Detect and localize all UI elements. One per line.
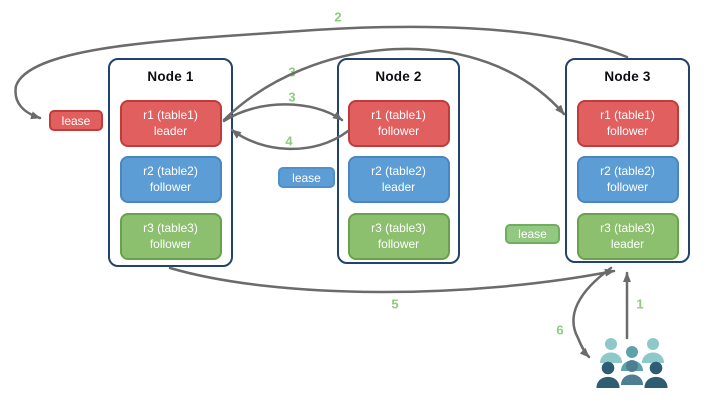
- replica-role: follower: [149, 236, 192, 251]
- node-3-title: Node 3: [604, 69, 651, 84]
- person-icon: [621, 346, 643, 371]
- node-3-replica-r1: r1 (table1) follower: [576, 100, 679, 147]
- node-1-title: Node 1: [147, 69, 194, 84]
- lease-badge-table2: lease: [278, 167, 335, 188]
- node-3: Node 3 r1 (table1) follower r2 (table2) …: [565, 58, 690, 263]
- person-icon: [600, 338, 622, 363]
- replica-name: r1 (table1): [600, 107, 655, 122]
- step-label-1: 1: [636, 296, 644, 312]
- node-1-replica-r1: r1 (table1) leader: [119, 100, 222, 147]
- replica-name: r3 (table3): [143, 220, 198, 235]
- person-icon: [621, 360, 643, 385]
- step-label-3-upper: 3: [288, 64, 296, 80]
- step-label-2: 2: [334, 9, 342, 25]
- replica-name: r3 (table3): [600, 220, 655, 235]
- person-icon: [596, 361, 620, 388]
- node-2-title: Node 2: [375, 69, 422, 84]
- node-1-replica-r2: r2 (table2) follower: [119, 156, 222, 203]
- replica-role: leader: [153, 123, 188, 138]
- arrow-step-3-node1-to-node2: [222, 103, 344, 123]
- node-2-replica-r2: r2 (table2) leader: [347, 156, 450, 203]
- replica-role: leader: [381, 179, 416, 194]
- replica-name: r3 (table3): [371, 220, 426, 235]
- node-1-replica-r3: r3 (table3) follower: [119, 213, 222, 260]
- replica-name: r2 (table2): [143, 163, 198, 178]
- replica-name: r1 (table1): [371, 107, 426, 122]
- node-3-replica-r3: r3 (table3) leader: [576, 213, 679, 260]
- person-icon: [642, 338, 664, 363]
- replica-name: r2 (table2): [600, 163, 655, 178]
- node-2-replica-r1: r1 (table1) follower: [347, 100, 450, 147]
- step-label-4: 4: [285, 133, 293, 149]
- arrow-step-6-node3-to-users: [572, 266, 613, 359]
- replica-name: r1 (table1): [143, 107, 198, 122]
- lease-badge-table1: lease: [49, 110, 103, 131]
- replica-role: follower: [606, 123, 649, 138]
- replica-role: follower: [149, 179, 192, 194]
- node-2-replica-r3: r3 (table3) follower: [347, 213, 450, 260]
- node-2: Node 2 r1 (table1) follower r2 (table2) …: [337, 58, 460, 264]
- replica-role: follower: [606, 179, 649, 194]
- lease-badge-table3: lease: [505, 224, 560, 244]
- step-label-3-lower: 3: [288, 89, 296, 105]
- users-icon: [596, 338, 668, 388]
- arrow-step-5-node1-to-node3: [168, 266, 616, 294]
- replica-role: follower: [377, 123, 420, 138]
- node-3-replica-r2: r2 (table2) follower: [576, 156, 679, 203]
- person-icon: [644, 361, 668, 388]
- replica-role: follower: [377, 236, 420, 251]
- replica-name: r2 (table2): [371, 163, 426, 178]
- replica-role: leader: [610, 236, 645, 251]
- step-label-5: 5: [391, 296, 399, 312]
- node-1: Node 1 r1 (table1) leader r2 (table2) fo…: [108, 58, 233, 267]
- step-label-6: 6: [556, 322, 564, 338]
